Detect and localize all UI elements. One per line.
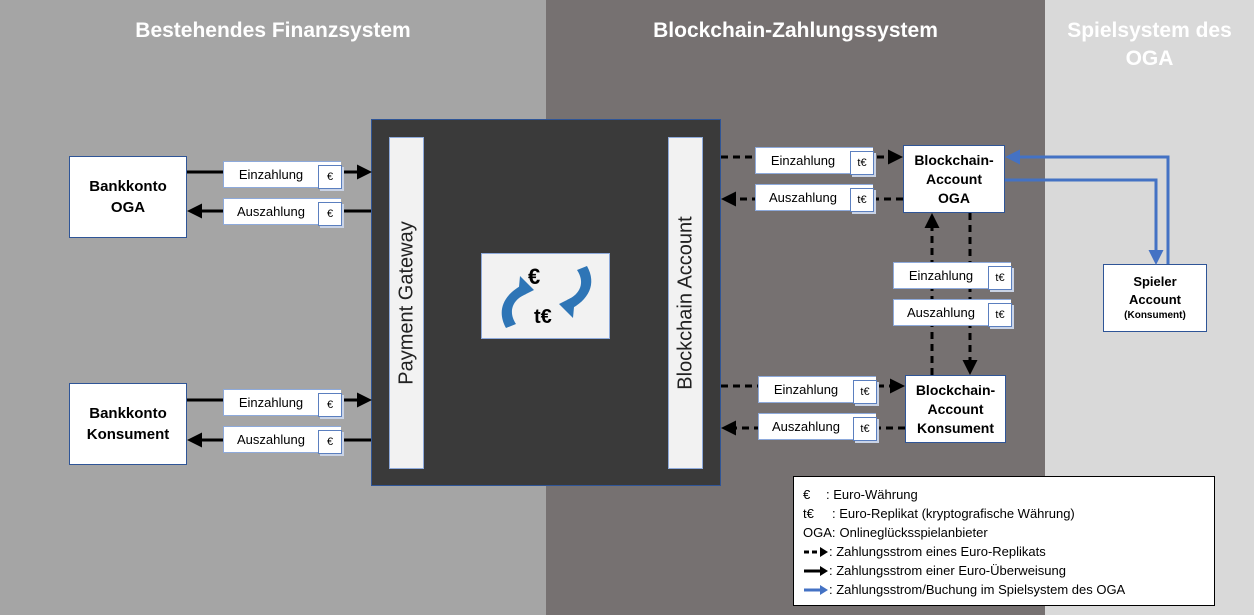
bc-oga-line1: Blockchain- bbox=[914, 151, 994, 168]
pill-label: Einzahlung bbox=[770, 153, 836, 168]
currency-badge: t€ bbox=[850, 151, 874, 175]
currency-badge: t€ bbox=[988, 266, 1012, 290]
pill-bank-oga-out: Auszahlung € bbox=[223, 198, 342, 226]
spieler-line1: Spieler bbox=[1133, 274, 1177, 289]
legend-key-oga: OGA: bbox=[803, 525, 836, 540]
bc-kons-line1: Blockchain- bbox=[915, 381, 996, 398]
pill-bank-kons-in: Einzahlung € bbox=[223, 389, 342, 417]
legend-text-euro: : Euro-Währung bbox=[826, 487, 918, 502]
currency-badge: t€ bbox=[853, 380, 877, 404]
currency-badge: € bbox=[318, 393, 342, 417]
currency-badge: € bbox=[318, 202, 342, 226]
blockchain-account-label: Blockchain Account bbox=[674, 216, 696, 390]
bankkonto-oga-line2: OGA bbox=[110, 199, 146, 216]
pill-bc-kons-in: Einzahlung t€ bbox=[758, 376, 877, 404]
currency-badge: t€ bbox=[988, 303, 1012, 327]
currency-badge: t€ bbox=[853, 417, 877, 441]
bankkonto-konsument-line1: Bankkonto bbox=[89, 405, 167, 422]
pill-label: Einzahlung bbox=[908, 268, 974, 283]
dashed-arrow-icon bbox=[804, 546, 828, 557]
legend-row-oga: OGA: Onlineglücksspielanbieter bbox=[803, 523, 1214, 542]
zone-title-blockchain-payment: Blockchain-Zahlungssystem bbox=[653, 19, 938, 42]
bc-kons-line2: Account bbox=[927, 400, 984, 417]
spieler-line3: (Konsument) bbox=[1124, 310, 1186, 321]
currency-badge: t€ bbox=[850, 188, 874, 212]
pill-label: Einzahlung bbox=[773, 382, 839, 397]
blue-arrow-icon bbox=[804, 584, 828, 595]
zone-title-existing-finance: Bestehendes Finanzsystem bbox=[135, 19, 411, 42]
payment-gateway-bar: Payment Gateway bbox=[389, 137, 424, 469]
pill-label: Einzahlung bbox=[238, 395, 304, 410]
legend-row-blue: : Zahlungsstrom/Buchung im Spielsystem d… bbox=[803, 580, 1214, 599]
bc-oga-line2: Account bbox=[925, 170, 982, 187]
pill-bc-oga-out: Auszahlung t€ bbox=[755, 184, 874, 212]
pill-bc-oga-in: Einzahlung t€ bbox=[755, 147, 874, 175]
bc-oga-line3: OGA bbox=[938, 189, 970, 206]
pill-bc-kons-out: Auszahlung t€ bbox=[758, 413, 877, 441]
legend-key-euro: € bbox=[803, 487, 811, 502]
pill-bank-kons-out: Auszahlung € bbox=[223, 426, 342, 454]
legend-text-oga: Onlineglücksspielanbieter bbox=[839, 525, 988, 540]
bankkonto-oga-line1: Bankkonto bbox=[89, 178, 167, 195]
legend-text-solid: : Zahlungsstrom einer Euro-Überweisung bbox=[829, 563, 1066, 578]
legend-row-solid: : Zahlungsstrom einer Euro-Überweisung bbox=[803, 561, 1214, 580]
pill-bank-oga-in: Einzahlung € bbox=[223, 161, 342, 189]
legend-text-dashed: : Zahlungsstrom eines Euro-Replikats bbox=[829, 544, 1046, 559]
legend-row-dashed: : Zahlungsstrom eines Euro-Replikats bbox=[803, 542, 1214, 561]
legend-text-blue: : Zahlungsstrom/Buchung im Spielsystem d… bbox=[829, 582, 1126, 597]
legend-key-token: t€ bbox=[803, 506, 814, 521]
pill-label: Einzahlung bbox=[238, 167, 304, 182]
currency-badge: € bbox=[318, 165, 342, 189]
euro-symbol: € bbox=[528, 264, 541, 289]
blockchain-account-bar: Blockchain Account bbox=[668, 137, 703, 469]
zone-title-game-system: Spielsystem des OGA bbox=[1067, 19, 1232, 70]
exchange-box: € t€ bbox=[481, 253, 610, 339]
pill-label: Auszahlung bbox=[237, 432, 305, 447]
pill-label: Auszahlung bbox=[769, 190, 837, 205]
exchange-arrows-icon bbox=[501, 266, 592, 328]
bc-kons-line3: Konsument bbox=[916, 419, 994, 436]
legend-text-token: : Euro-Replikat (kryptografische Währung… bbox=[832, 506, 1075, 521]
payment-gateway-label: Payment Gateway bbox=[395, 221, 417, 385]
solid-arrow-icon bbox=[804, 565, 828, 576]
bankkonto-konsument-line2: Konsument bbox=[86, 426, 170, 443]
pill-bc-between-out: Auszahlung t€ bbox=[893, 299, 1012, 327]
currency-badge: € bbox=[318, 430, 342, 454]
pill-label: Auszahlung bbox=[907, 305, 975, 320]
spieler-line2: Account bbox=[1128, 292, 1181, 307]
legend-row-token: t€ : Euro-Replikat (kryptografische Währ… bbox=[803, 504, 1214, 523]
token-euro-symbol: t€ bbox=[534, 306, 552, 328]
pill-label: Auszahlung bbox=[237, 204, 305, 219]
pill-label: Auszahlung bbox=[772, 419, 840, 434]
legend-row-euro: € : Euro-Währung bbox=[803, 485, 1214, 504]
pill-bc-between-in: Einzahlung t€ bbox=[893, 262, 1012, 290]
legend: € : Euro-Währung t€ : Euro-Replikat (kry… bbox=[793, 476, 1215, 606]
